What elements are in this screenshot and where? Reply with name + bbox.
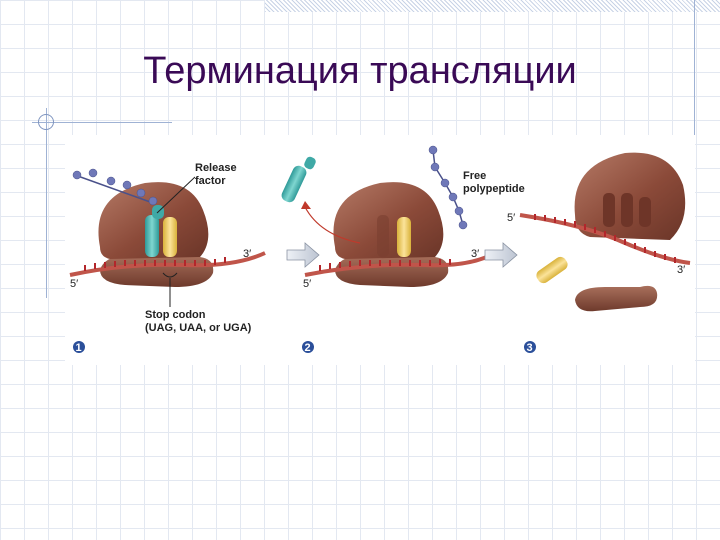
decorative-corner-line-horizontal	[32, 122, 172, 123]
ribosome-small-subunit	[100, 254, 214, 287]
step-1-badge	[73, 341, 85, 353]
three-prime-label: 3′	[243, 248, 251, 260]
decorative-vertical-line	[694, 0, 695, 200]
codon-ticks	[84, 257, 226, 271]
step-3-badge	[524, 341, 536, 353]
polypeptide-chain	[72, 168, 158, 206]
five-prime-label: 5′	[70, 278, 78, 290]
stop-codon-bracket	[162, 272, 178, 278]
release-factor-label-2: factor	[195, 175, 226, 187]
trna-yellow	[163, 217, 177, 257]
release-factor	[145, 215, 159, 257]
release-arrow-head	[301, 201, 311, 209]
free-polypeptide	[428, 145, 468, 230]
three-prime-label: 3′	[677, 264, 685, 276]
mrna-strand	[304, 251, 496, 277]
subunit-tunnels	[603, 193, 651, 227]
codon-ticks	[319, 259, 451, 271]
termination-diagram: Release factor 3′ 5′ Stop codon (UAG, UA…	[69, 145, 691, 354]
ribosome-small-subunit	[335, 254, 449, 287]
three-prime-label: 3′	[471, 248, 479, 260]
slide-title: Терминация трансляции	[143, 50, 577, 92]
released-release-factor	[281, 156, 316, 203]
trna-yellow	[397, 217, 411, 257]
five-prime-label: 5′	[507, 212, 515, 224]
five-prime-label: 5′	[303, 278, 311, 290]
decorative-corner-line-vertical	[46, 108, 47, 298]
decorative-top-band	[265, 0, 720, 12]
step-1-number: 1	[76, 342, 82, 354]
free-polypeptide-label-2: polypeptide	[463, 183, 525, 195]
free-polypeptide-label-1: Free	[463, 170, 486, 182]
released-trna	[536, 256, 568, 284]
stop-codon-label-1: Stop codon	[145, 309, 206, 321]
step-arrow-1	[286, 242, 320, 268]
stop-codon-label-2: (UAG, UAA, or UGA)	[145, 322, 252, 334]
empty-p-site	[377, 215, 389, 257]
step-2-panel: Free polypeptide 3′ 5′ 2	[281, 145, 525, 354]
codon-ticks	[534, 214, 676, 263]
step-2-badge	[302, 341, 314, 353]
step-arrow-2	[484, 242, 518, 268]
step-1-panel: Release factor 3′ 5′ Stop codon (UAG, UA…	[69, 162, 266, 354]
ribosome-small-subunit-released	[575, 285, 658, 312]
release-factor-pointer	[156, 176, 196, 214]
translation-termination-figure: Release factor 3′ 5′ Stop codon (UAG, UA…	[65, 135, 695, 365]
step-3-number: 3	[527, 342, 533, 354]
decorative-corner-circle	[38, 114, 54, 130]
release-arrow	[304, 206, 361, 244]
step-2-number: 2	[305, 342, 311, 354]
release-factor-label-1: Release	[195, 162, 237, 174]
step-3-panel: 5′ 3′ 3	[507, 152, 691, 354]
